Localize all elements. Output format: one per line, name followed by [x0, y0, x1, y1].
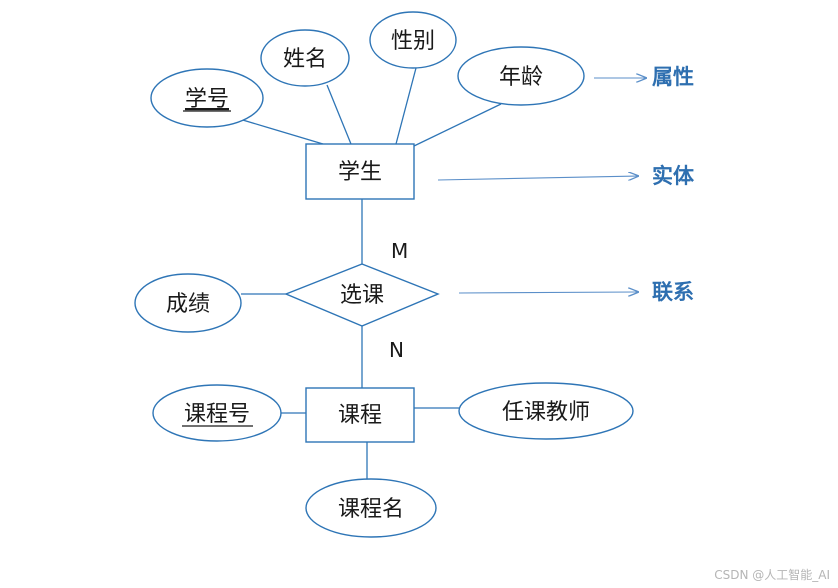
- attribute-grade-label: 成绩: [166, 292, 210, 317]
- attribute-age-label: 年龄: [499, 65, 543, 90]
- attribute-teacher: 任课教师: [458, 382, 634, 440]
- legend-attribute-label: 属性: [652, 65, 694, 89]
- line-name-student: [326, 84, 352, 145]
- attribute-name: 姓名: [260, 29, 350, 87]
- legend-entity-label: 实体: [652, 164, 695, 188]
- entity-student-label: 学生: [338, 160, 382, 185]
- attribute-gender-label: 性别: [391, 29, 435, 54]
- arrow-entity: [437, 176, 638, 180]
- attribute-age: 年龄: [457, 46, 585, 106]
- connector-lines: [235, 67, 502, 479]
- line-studentid-student: [235, 117, 324, 145]
- attribute-grade: 成绩: [134, 273, 242, 333]
- attribute-course-id-label: 课程号: [184, 402, 250, 427]
- line-gender-student: [395, 67, 417, 145]
- entity-course-label: 课程: [338, 403, 382, 428]
- attribute-course-name-label: 课程名: [338, 497, 404, 522]
- attribute-course-id: 课程号: [152, 384, 282, 442]
- entity-student: 学生: [305, 143, 415, 200]
- attribute-gender: 性别: [369, 11, 457, 69]
- legend-arrows: [437, 78, 646, 293]
- entity-course: 课程: [305, 387, 415, 443]
- attribute-course-name: 课程名: [305, 478, 437, 538]
- relationship-enroll-label: 选课: [340, 283, 384, 308]
- watermark: CSDN @人工智能_AI: [714, 567, 830, 582]
- cardinality-m: M: [391, 239, 408, 263]
- relationship-enroll: 选课: [284, 263, 440, 327]
- attribute-student-id: 学号: [150, 68, 264, 128]
- line-age-student: [413, 103, 502, 147]
- attribute-student-id-label: 学号: [185, 87, 229, 112]
- legend-relationship-label: 联系: [652, 280, 694, 304]
- arrow-relationship: [458, 292, 638, 293]
- attribute-name-label: 姓名: [283, 47, 327, 72]
- attribute-teacher-label: 任课教师: [502, 400, 590, 425]
- cardinality-n: N: [389, 338, 404, 362]
